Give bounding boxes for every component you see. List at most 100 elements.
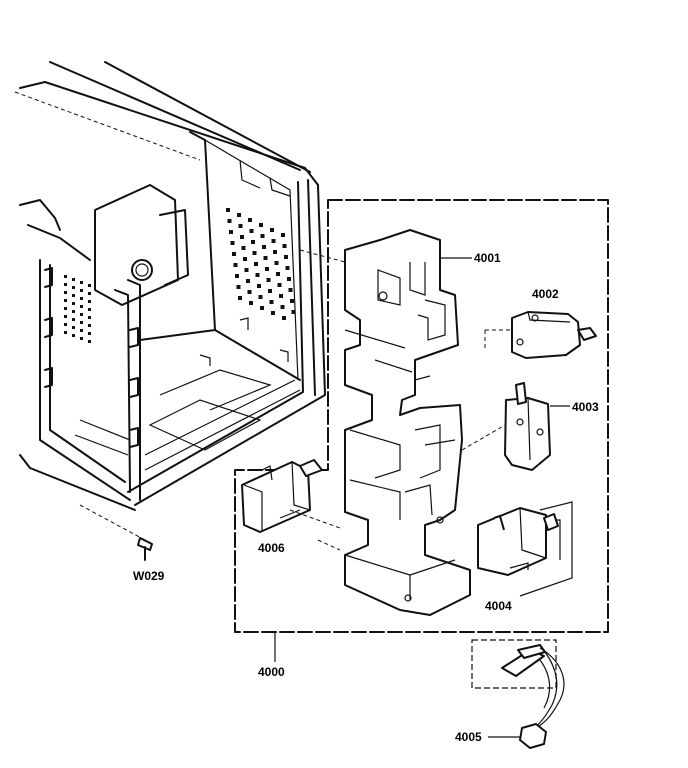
vent-hole	[227, 219, 232, 223]
vent-hole	[281, 233, 285, 237]
latch-bracket-4001	[344, 229, 471, 616]
vent-hole	[230, 241, 235, 245]
vent-hole	[270, 228, 274, 232]
vent-hole	[72, 302, 75, 305]
vent-hole	[64, 307, 67, 310]
vent-hole	[280, 305, 285, 309]
vent-hole	[233, 263, 238, 267]
vent-hole	[64, 323, 67, 326]
vent-hole	[80, 289, 83, 292]
vent-hole	[249, 301, 253, 305]
vent-hole	[287, 277, 291, 281]
vent-hole	[276, 272, 280, 276]
vent-hole	[64, 299, 67, 302]
vent-hole	[268, 289, 272, 293]
vent-hole	[260, 306, 264, 310]
vent-hole	[262, 245, 266, 249]
cabinet-frame	[14, 61, 326, 511]
vent-hole	[88, 316, 91, 319]
vent-hole	[64, 283, 67, 286]
vent-hole	[282, 316, 286, 320]
vent-hole	[80, 281, 83, 284]
vent-hole	[244, 268, 249, 272]
switch-4002	[484, 311, 597, 359]
vent-hole	[88, 300, 91, 303]
vent-hole	[285, 266, 290, 270]
vent-hole	[259, 223, 263, 227]
vent-hole	[88, 340, 91, 343]
vent-hole	[274, 261, 279, 265]
vent-hole	[80, 305, 83, 308]
vent-hole	[80, 321, 83, 324]
label-4003: 4003	[572, 400, 599, 414]
vent-hole	[288, 288, 293, 292]
vent-hole	[80, 313, 83, 316]
label-4001: 4001	[474, 251, 501, 265]
vent-hole	[246, 279, 250, 283]
label-4005: 4005	[455, 730, 482, 744]
vent-hole	[72, 310, 75, 313]
vent-hole	[64, 315, 67, 318]
vent-hole	[88, 292, 91, 295]
label-4002: 4002	[532, 287, 559, 301]
vent-hole	[72, 318, 75, 321]
vent-hole	[240, 235, 244, 239]
vent-hole	[238, 224, 243, 228]
vent-hole	[252, 251, 257, 255]
switch-4004	[477, 501, 573, 597]
vent-hole	[72, 326, 75, 329]
vent-hole	[290, 299, 294, 303]
vent-hole	[258, 295, 263, 299]
vent-hole	[265, 267, 269, 271]
vent-hole	[72, 294, 75, 297]
screw-w029	[79, 504, 153, 561]
vent-hole	[226, 208, 230, 212]
vent-hole	[64, 275, 67, 278]
vent-hole	[72, 286, 75, 289]
vent-hole	[284, 255, 288, 259]
vent-hole	[257, 284, 261, 288]
label-w029: W029	[133, 569, 165, 583]
vent-hole	[235, 274, 239, 278]
vent-hole	[254, 262, 258, 266]
vent-hole	[282, 244, 287, 248]
vent-hole	[80, 329, 83, 332]
vent-hole	[88, 324, 91, 327]
vent-hole	[229, 230, 233, 234]
vent-hole	[273, 250, 277, 254]
vent-hole	[255, 273, 260, 277]
vent-hole	[277, 283, 282, 287]
vent-hole	[260, 234, 265, 238]
vent-hole	[249, 229, 254, 233]
vent-hole	[269, 300, 274, 304]
vent-hole	[88, 332, 91, 335]
label-4000: 4000	[258, 665, 285, 679]
vent-hole	[64, 331, 67, 334]
vent-hole	[271, 239, 276, 243]
vent-hole	[80, 337, 83, 340]
switch-4006	[241, 459, 341, 533]
vent-hole	[263, 256, 268, 260]
vent-hole	[88, 284, 91, 287]
vent-hole	[271, 311, 275, 315]
vent-hole	[72, 334, 75, 337]
vent-hole	[266, 278, 271, 282]
vent-hole	[251, 240, 255, 244]
switch-4003	[461, 382, 551, 471]
label-4006: 4006	[258, 541, 285, 555]
vent-hole	[64, 291, 67, 294]
vent-hole	[279, 294, 283, 298]
vent-hole	[80, 297, 83, 300]
vent-hole	[248, 218, 252, 222]
vent-hole	[236, 285, 241, 289]
wire-harness-4005	[471, 639, 565, 749]
vent-hole	[232, 252, 236, 256]
vent-hole	[238, 296, 242, 300]
vent-hole	[88, 308, 91, 311]
vent-hole	[291, 310, 296, 314]
vent-hole	[241, 246, 246, 250]
vent-hole	[237, 213, 241, 217]
assembly-box-4000	[234, 199, 609, 633]
